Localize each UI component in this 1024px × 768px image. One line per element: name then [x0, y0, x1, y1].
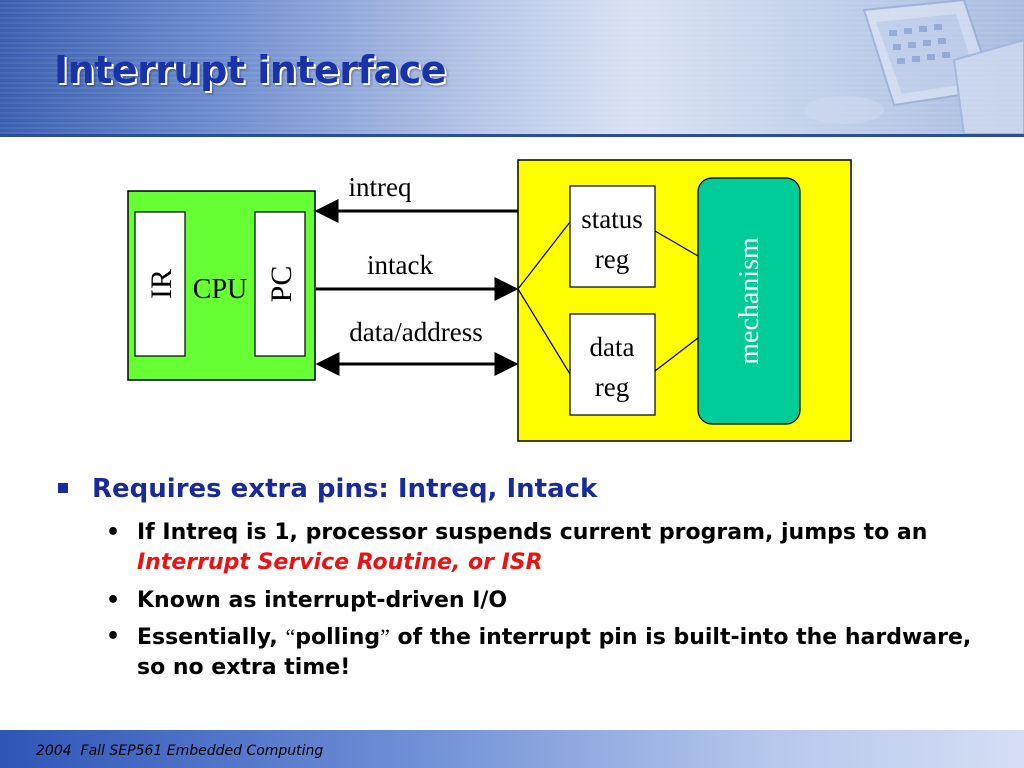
bullet-dot-icon: •: [106, 520, 121, 545]
intreq-label: intreq: [349, 172, 412, 202]
square-bullet-icon: [58, 483, 68, 493]
bus-to-data-line: [517, 288, 571, 375]
data-reg-label-line2: reg: [595, 372, 629, 402]
data-register: [569, 313, 656, 416]
mechanism-label: mechanism: [734, 237, 765, 365]
device-block: [517, 159, 852, 442]
cpu-label: CPU: [193, 274, 247, 305]
ir-label: IR: [145, 269, 178, 299]
footer-text: 2004 Fall SEP561 Embedded Computing: [36, 743, 324, 759]
sub-bullet-text: If Intreq is 1, processor suspends curre…: [137, 520, 928, 545]
interrupt-interface-diagram: IR PC CPU intreq intack data/address sta…: [127, 159, 852, 442]
bus-to-status-line: [517, 221, 571, 290]
data-to-mechanism-line: [654, 337, 699, 372]
bullet-dot-icon: •: [106, 624, 121, 649]
pc-register: [254, 211, 306, 357]
open-quote: “: [285, 624, 296, 649]
status-register: [569, 185, 656, 288]
pc-label: PC: [265, 266, 298, 303]
polling-word: polling: [295, 625, 381, 650]
polling-text-before: Essentially,: [137, 625, 286, 650]
status-to-mechanism-line: [654, 230, 699, 257]
computer-decoration-icon: [804, 0, 1024, 134]
status-reg-label-line1: status: [581, 204, 643, 234]
isr-emphasis: Interrupt Service Routine, or ISR: [137, 550, 543, 575]
polling-text-after: of the interrupt pin is built-into the h…: [137, 625, 972, 680]
footer-bar: 2004 Fall SEP561 Embedded Computing: [0, 730, 1024, 768]
close-quote: ”: [380, 624, 390, 649]
data-reg-label-line1: data: [590, 332, 635, 362]
page-title: Interrupt interface: [54, 48, 447, 92]
bullet-dot-icon: •: [106, 588, 121, 613]
mechanism-block: [697, 177, 801, 425]
main-bullet-text: Requires extra pins: Intreq, Intack: [92, 474, 598, 504]
sub-bullet-text: Known as interrupt-driven I/O: [137, 588, 508, 613]
status-reg-label-line2: reg: [595, 244, 629, 274]
intack-label: intack: [367, 250, 433, 280]
data-address-label: data/address: [349, 317, 482, 347]
ir-register: [134, 211, 186, 357]
header-banner: Interrupt interface: [0, 0, 1024, 137]
